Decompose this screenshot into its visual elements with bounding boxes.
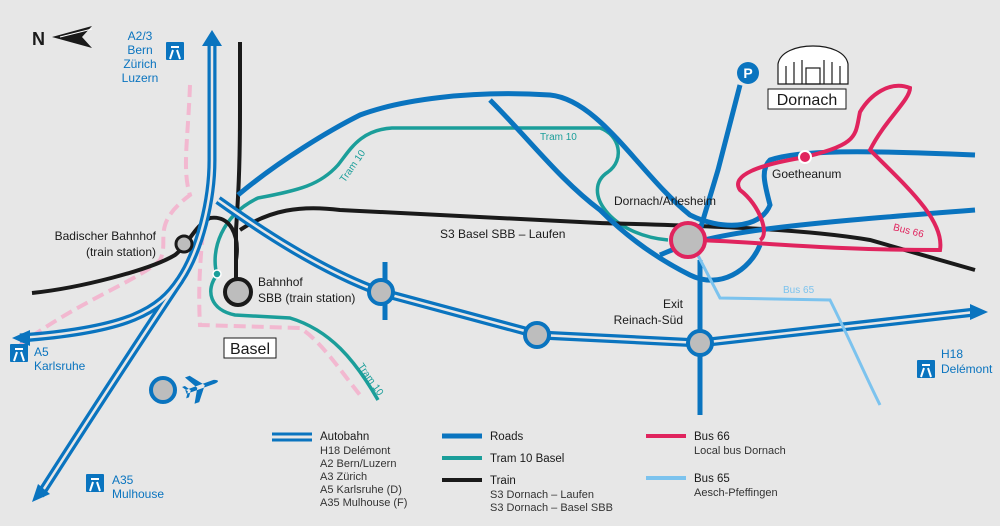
dornach-box	[767, 88, 847, 110]
route-label-bus65: Bus 65	[783, 285, 815, 296]
dornach-label: Dornach	[777, 92, 837, 109]
sbb-label-2: SBB (train station)	[258, 291, 355, 305]
legend-bus65-sub: Aesch-Pfeffingen	[694, 487, 778, 499]
exit-label-1: Exit	[663, 297, 684, 311]
svg-text:P: P	[743, 65, 752, 81]
legend-autobahn-item: A2 Bern/Luzern	[320, 458, 396, 470]
badischer-bahnhof-station	[174, 234, 194, 254]
route-label-s3: S3 Basel SBB – Laufen	[440, 227, 565, 241]
basel-label: Basel	[230, 341, 270, 358]
tram-10-line	[209, 126, 669, 401]
a23-dest3: Luzern	[122, 71, 159, 85]
badischer-label-1: Badischer Bahnhof	[55, 229, 157, 243]
north-arrow-icon	[52, 26, 93, 48]
basel-box	[223, 337, 277, 359]
route-label-bus66: Bus 66	[892, 222, 925, 240]
legend-bus65-title: Bus 65	[694, 473, 730, 485]
legend-autobahn-item: H18 Delémont	[320, 445, 390, 457]
legend-autobahn-item: A35 Mulhouse (F)	[320, 497, 407, 509]
legend-autobahn-item: A5 Karlsruhe (D)	[320, 484, 402, 496]
legend: Autobahn H18 Delémont A2 Bern/Luzern A3 …	[272, 431, 786, 514]
north-label: N	[32, 29, 45, 49]
motorway-icon	[166, 42, 184, 60]
dornach-arlesheim-label: Dornach/Arlesheim	[614, 194, 716, 208]
a35-dest1: Mulhouse	[112, 487, 164, 501]
legend-autobahn-title: Autobahn	[320, 431, 369, 443]
roundabouts	[149, 278, 714, 404]
dornach-arlesheim-station	[669, 221, 707, 259]
route-label-tram10-a: Tram 10	[338, 148, 368, 185]
a5-dest1: Karlsruhe	[34, 359, 86, 373]
h18-dest1: Delémont	[941, 362, 993, 376]
goetheanum-label: Goetheanum	[772, 167, 841, 181]
motorway-icon	[10, 344, 28, 362]
tram-stop	[212, 269, 222, 279]
parking-icon: P	[737, 62, 759, 84]
a23-dest1: Bern	[127, 43, 152, 57]
a35-code: A35	[112, 473, 134, 487]
legend-autobahn-swatch	[272, 432, 312, 442]
bus-65-line	[688, 239, 882, 406]
legend-autobahn-item: A3 Zürich	[320, 471, 367, 483]
country-border	[18, 84, 362, 397]
badischer-label-2: (train station)	[86, 245, 156, 259]
route-label-tram10-b: Tram 10	[540, 132, 577, 143]
airplane-icon	[182, 375, 218, 404]
bus-66-line	[689, 83, 943, 253]
legend-bus66-title: Bus 66	[694, 431, 730, 443]
a23-code: A2/3	[128, 29, 153, 43]
legend-roads-title: Roads	[490, 431, 523, 443]
h18-code: H18	[941, 347, 963, 361]
sbb-label-1: Bahnhof	[258, 275, 303, 289]
legend-train-title: Train	[490, 475, 516, 487]
motorway-icon	[917, 360, 935, 378]
a23-dest2: Zürich	[123, 57, 156, 71]
goetheanum-stop	[798, 150, 812, 164]
motorway-icon	[86, 474, 104, 492]
a5-code: A5	[34, 345, 49, 359]
legend-train-item: S3 Dornach – Basel SBB	[490, 502, 613, 514]
legend-bus66-sub: Local bus Dornach	[694, 445, 786, 457]
exit-label-2: Reinach-Süd	[614, 313, 683, 327]
bahnhof-sbb-station	[223, 277, 253, 307]
legend-tram-title: Tram 10 Basel	[490, 453, 564, 465]
goetheanum-building-icon	[777, 45, 849, 85]
legend-train-item: S3 Dornach – Laufen	[490, 489, 594, 501]
